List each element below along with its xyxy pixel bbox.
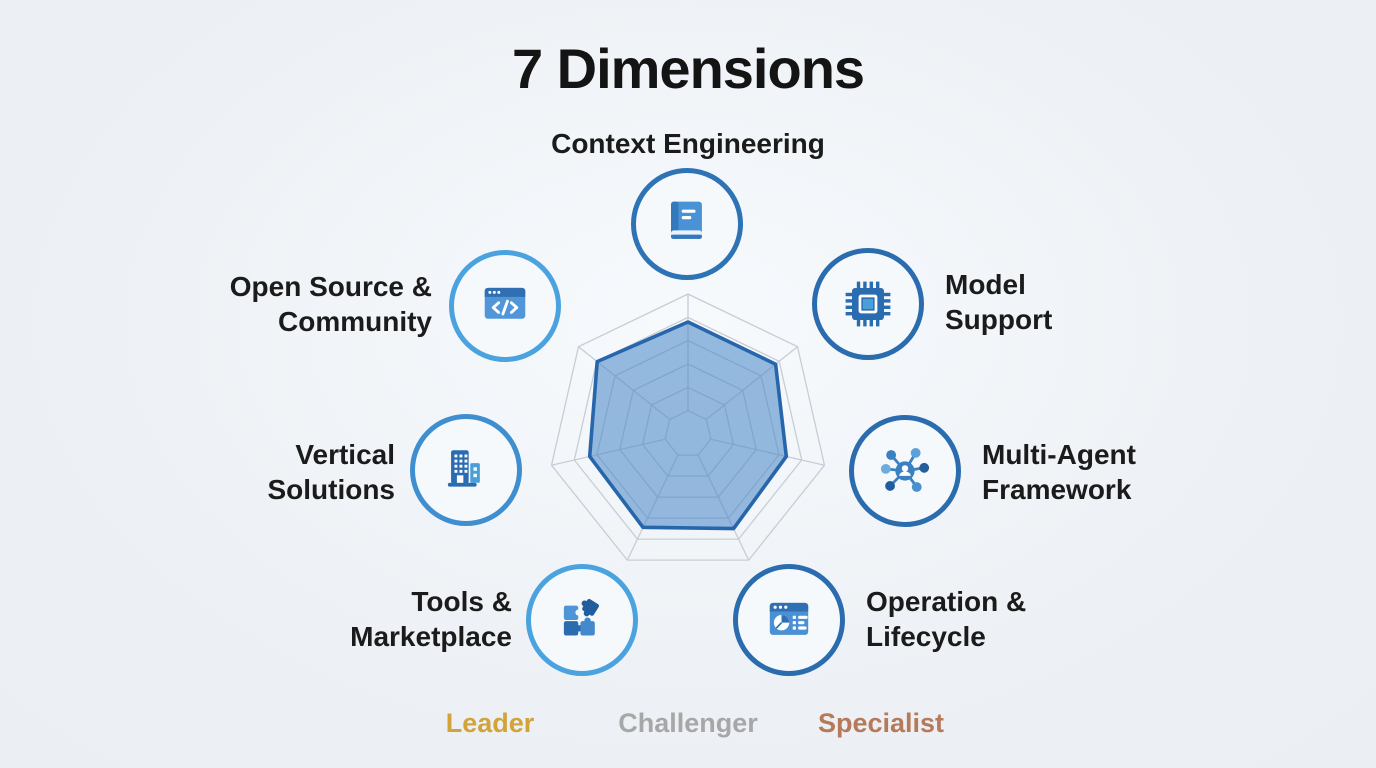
legend-item-challenger: Challenger [618,708,758,738]
dashboard-icon [769,602,809,635]
dimension-label-vertical-solutions: Vertical Solutions [267,439,395,505]
chip-icon [845,281,891,327]
dimension-label-tools-marketplace: Tools & Marketplace [350,586,512,652]
legend-item-specialist: Specialist [817,708,945,738]
code-window-icon [484,287,526,319]
legend-item-leader: Leader [445,708,535,738]
dimension-label-model-support: Model Support [945,269,1053,335]
dimension-node-model-support [812,248,924,360]
dimension-node-open-source-community [449,250,561,362]
dimension-label-operation-lifecycle: Operation & Lifecycle [866,586,1027,652]
puzzle-icon [563,598,600,636]
book-icon [671,201,702,239]
dimension-node-multi-agent-framework [849,415,961,527]
buildings-icon [447,450,480,487]
network-icon [880,447,930,492]
dimension-label-open-source-community: Open Source & Community [229,271,432,337]
page-title: 7 Dimensions [511,37,865,100]
dimension-node-context-engineering [631,168,743,280]
radar-chart [550,293,826,561]
dimension-node-vertical-solutions [410,414,522,526]
dimension-node-operation-lifecycle [733,564,845,676]
dimension-node-tools-marketplace [526,564,638,676]
dimension-label-multi-agent-framework: Multi-Agent Framework [982,439,1136,505]
dimension-label-context-engineering: Context Engineering [551,128,825,159]
